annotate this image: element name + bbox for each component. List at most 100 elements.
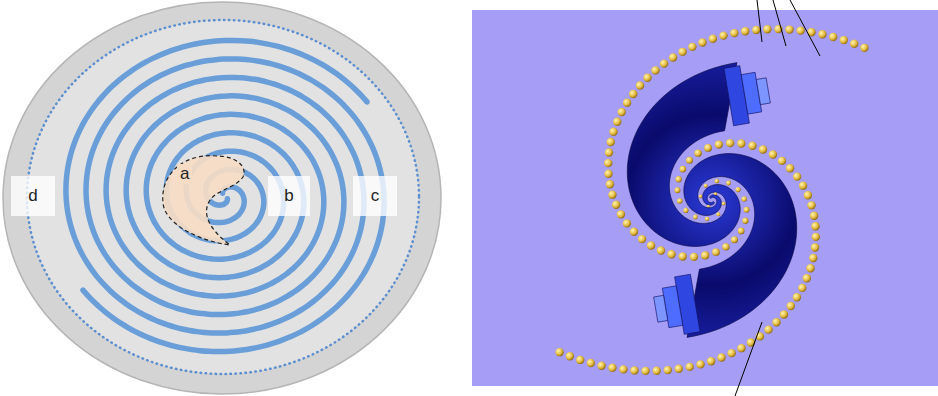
bead (803, 274, 811, 282)
bead (647, 241, 655, 249)
bead (714, 192, 717, 195)
bead (796, 26, 804, 34)
bead (769, 150, 777, 158)
bead (719, 31, 727, 39)
bead (605, 148, 613, 156)
bead (726, 139, 734, 147)
bead (737, 139, 745, 147)
bead (804, 191, 812, 199)
bead (731, 236, 738, 243)
bead (793, 293, 801, 301)
bead (629, 90, 637, 98)
bead (737, 344, 745, 352)
bead (722, 202, 726, 206)
bead (664, 366, 672, 374)
bead (643, 74, 651, 82)
bead (787, 302, 795, 310)
bead (698, 38, 706, 46)
bead (678, 48, 686, 56)
dotted-ring (27, 20, 419, 374)
bead (660, 59, 668, 67)
bead (701, 251, 709, 259)
bead (722, 243, 729, 250)
bead (604, 170, 612, 178)
bead (712, 248, 720, 256)
bead (736, 187, 741, 192)
bead (694, 149, 701, 156)
bead (717, 353, 725, 361)
bead (630, 227, 638, 235)
bead (793, 172, 801, 180)
bead (675, 365, 683, 373)
bead (623, 219, 631, 227)
bead (617, 210, 625, 218)
spiral-line (66, 40, 367, 333)
bead (726, 181, 731, 186)
leader-line (735, 322, 762, 396)
bead (860, 44, 868, 52)
bead (786, 164, 794, 172)
bead (674, 187, 680, 193)
bead (699, 195, 703, 199)
bead (612, 201, 620, 209)
bead (850, 40, 858, 48)
bead (678, 252, 686, 260)
bead (741, 27, 749, 35)
bead (744, 207, 750, 213)
zone-letter: d (28, 186, 37, 206)
bead (630, 366, 638, 374)
bead (764, 325, 772, 333)
spiral-disc (3, 2, 441, 394)
bead (638, 235, 646, 243)
bead (752, 26, 760, 34)
bead (641, 367, 649, 375)
bead (675, 176, 681, 182)
bead (683, 208, 688, 213)
bead (707, 205, 710, 208)
bead (679, 166, 686, 173)
bead (811, 243, 819, 251)
bead (651, 66, 659, 74)
bead (669, 53, 677, 61)
bead (763, 25, 771, 33)
bead (811, 222, 819, 230)
bead (709, 35, 717, 43)
bead (741, 196, 747, 202)
bead (613, 118, 621, 126)
bead (618, 108, 626, 116)
bead (807, 201, 815, 209)
zone-letter: c (371, 186, 380, 206)
bead (667, 250, 675, 258)
bead (785, 25, 793, 33)
bead (748, 142, 756, 150)
bead (707, 357, 715, 365)
render-background (472, 10, 938, 386)
bead (715, 140, 723, 148)
horn-port (724, 62, 773, 126)
bead (657, 246, 665, 254)
bead (759, 145, 767, 153)
bead (636, 81, 644, 89)
spiral-horn (684, 154, 797, 338)
bead (812, 233, 820, 241)
bead (566, 352, 574, 360)
bead (806, 264, 814, 272)
bead (607, 138, 615, 146)
bead (798, 284, 806, 292)
bead (840, 36, 848, 44)
bead (818, 30, 826, 38)
bead (619, 365, 627, 373)
spiral-render (472, 0, 938, 396)
bead (606, 180, 614, 188)
bead (716, 212, 720, 216)
label-patch: c (353, 176, 397, 216)
bead (555, 348, 563, 356)
bead (715, 179, 719, 183)
bead (677, 198, 683, 204)
bead (829, 33, 837, 41)
bead (587, 359, 595, 367)
bead (608, 190, 616, 198)
bead (609, 128, 617, 136)
